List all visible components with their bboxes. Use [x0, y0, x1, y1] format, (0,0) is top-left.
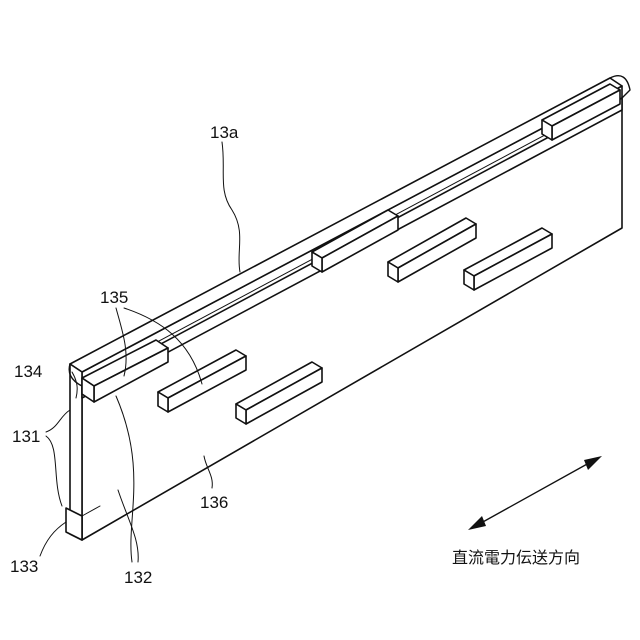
leader-131-a [46, 410, 70, 432]
direction-arrow [468, 456, 602, 530]
label-136: 136 [200, 493, 228, 512]
leader-13a [222, 142, 240, 272]
label-135: 135 [100, 288, 128, 307]
label-132: 132 [124, 568, 152, 587]
label-13a: 13a [210, 123, 239, 142]
arrow-head-right [584, 456, 602, 470]
leader-131-b [46, 436, 62, 506]
label-131: 131 [12, 427, 40, 446]
label-134: 134 [14, 362, 42, 381]
arrow-head-left [468, 516, 486, 530]
leader-133 [40, 522, 66, 556]
direction-caption: 直流電力伝送方向 [452, 548, 580, 567]
label-133: 133 [10, 557, 38, 576]
